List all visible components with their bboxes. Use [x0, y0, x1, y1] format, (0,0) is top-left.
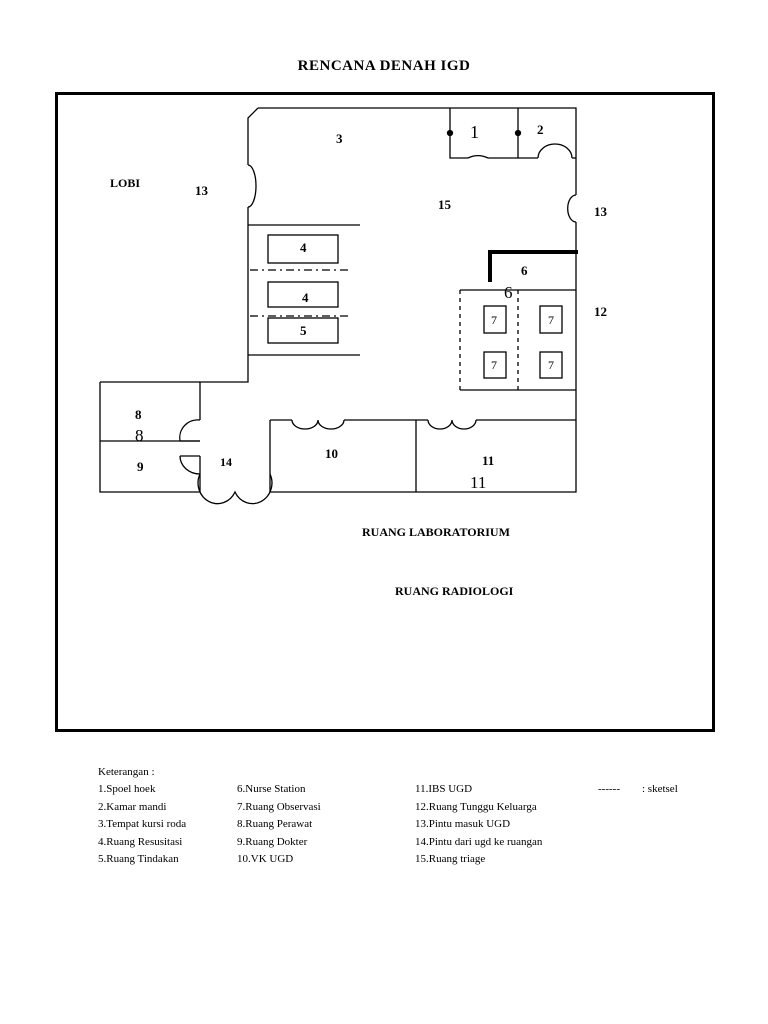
label-room-9: 9 [137, 459, 144, 474]
observation-area [459, 289, 576, 391]
label-door-14: 14 [220, 455, 232, 469]
label-room-1: 1 [470, 122, 479, 142]
label-room-11a: 11 [482, 453, 494, 468]
treatment-area [248, 224, 360, 356]
floor-plan-border [55, 92, 715, 732]
label-room-7a: 7 [491, 313, 497, 327]
entrance-door-right [567, 194, 577, 223]
door-14 [197, 473, 273, 505]
label-room-7c: 7 [491, 358, 497, 372]
legend-col-2: 6.Nurse Station 7.Ruang Observasi 8.Ruan… [237, 781, 321, 869]
label-room-3: 3 [336, 131, 343, 146]
legend-item: 3.Tempat kursi roda [98, 818, 187, 830]
legend-item: 5.Ruang Tindakan [98, 853, 179, 865]
legend-item: 7.Ruang Observasi [237, 800, 321, 813]
legend-item: 12.Ruang Tunggu Keluarga [415, 800, 537, 813]
label-room-4a: 4 [300, 240, 307, 255]
label-room-4b: 4 [302, 290, 309, 305]
label-room-6b: 6 [504, 283, 513, 302]
rooms-1-2 [446, 108, 576, 159]
door-room-8 [179, 419, 201, 442]
label-lobi: LOBI [110, 176, 140, 190]
label-door-13-left: 13 [195, 183, 209, 198]
legend: Keterangan : 1.Spoel hoek 2.Kamar mandi … [98, 764, 718, 865]
legend-item: 6.Nurse Station [237, 783, 306, 795]
legend-item: 1.Spoel hoek [98, 783, 156, 795]
legend-item: 9.Ruang Dokter [237, 835, 308, 848]
label-room-2: 2 [537, 122, 544, 137]
legend-item: 11.IBS UGD [415, 783, 473, 795]
label-room-8a: 8 [135, 407, 142, 422]
label-room-8b: 8 [135, 426, 144, 445]
legend-item: 4.Ruang Resusitasi [98, 835, 183, 848]
nurse-station-wall [488, 250, 578, 282]
legend-col-1: 1.Spoel hoek 2.Kamar mandi 3.Tempat kurs… [98, 781, 186, 869]
legend-col-3: 11.IBS UGD 12.Ruang Tunggu Keluarga 13.P… [415, 781, 542, 869]
label-room-7d: 7 [548, 358, 554, 372]
label-room-7b: 7 [548, 313, 554, 327]
label-room-5: 5 [300, 323, 307, 338]
legend-heading: Keterangan : [98, 766, 155, 778]
outer-walls [99, 107, 577, 493]
legend-sketsel-text: : sketsel [642, 783, 678, 795]
label-room-11b: 11 [470, 473, 486, 492]
door-room-9 [179, 455, 201, 475]
label-room-12: 12 [594, 304, 607, 319]
rooms-10-11 [269, 419, 577, 493]
legend-item: 14.Pintu dari ugd ke ruangan [415, 835, 543, 848]
legend-item: 13.Pintu masuk UGD [415, 818, 511, 830]
label-room-6a: 6 [521, 263, 528, 278]
legend-item: 8.Ruang Perawat [237, 818, 313, 830]
label-laboratorium: RUANG LABORATORIUM [362, 525, 510, 539]
legend-item: 2.Kamar mandi [98, 800, 167, 813]
label-door-13-right: 13 [594, 204, 608, 219]
legend-item: 10.VK UGD [237, 853, 294, 865]
legend-sketsel-mark: ------ [598, 783, 620, 795]
page-title: RENCANA DENAH IGD [297, 58, 471, 74]
legend-item: 15.Ruang triage [415, 853, 486, 865]
label-radiologi: RUANG RADIOLOGI [395, 584, 514, 598]
label-room-10: 10 [325, 446, 338, 461]
entrance-door-left [247, 164, 257, 208]
label-room-15: 15 [438, 197, 452, 212]
